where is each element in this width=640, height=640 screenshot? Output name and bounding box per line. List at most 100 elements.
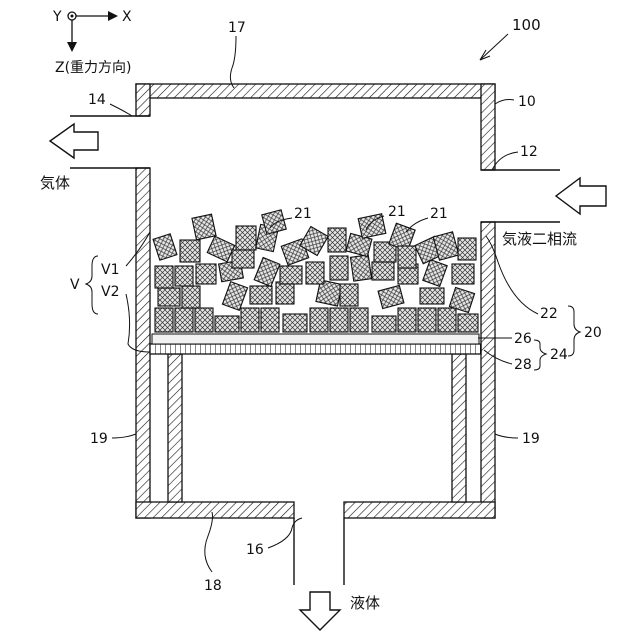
leader-12: [492, 152, 518, 170]
packing-piece: [182, 286, 200, 308]
ref-24: 24: [550, 347, 568, 363]
packing-piece: [340, 284, 358, 306]
leader-100: [480, 34, 508, 60]
packing-piece: [310, 308, 328, 332]
right-upper-wall: [481, 84, 495, 170]
packing-piece: [328, 228, 346, 252]
v-brace: [86, 256, 98, 314]
ref-14: 14: [88, 92, 106, 108]
leader-16: [268, 518, 302, 548]
inner-support-left: [168, 354, 182, 502]
support-plate-28: [150, 344, 481, 354]
ref-18: 18: [204, 578, 222, 594]
packing-piece: [358, 214, 386, 239]
packing-piece: [196, 264, 216, 284]
ref-16: 16: [246, 542, 264, 558]
two-phase-in-label: 気液二相流: [502, 230, 577, 248]
leader-18: [205, 512, 213, 572]
packing-piece: [215, 316, 239, 332]
packing-piece: [398, 246, 416, 268]
packing-piece: [280, 266, 302, 284]
packing-piece: [458, 238, 476, 260]
packing-piece: [276, 282, 294, 304]
gas-out-label: 気体: [40, 174, 70, 192]
left-upper-wall: [136, 84, 150, 116]
ref-28: 28: [514, 357, 532, 373]
leader-19l: [112, 434, 136, 438]
ref-v1: V1: [101, 262, 119, 278]
right-lower-wall: [481, 222, 495, 518]
porous-plate-26: [152, 334, 479, 344]
ref-20: 20: [584, 325, 602, 341]
ref-v: V: [70, 277, 80, 293]
ref-19-right: 19: [522, 431, 540, 447]
packing-piece: [350, 255, 371, 281]
z-axis-label: Z(重力方向): [55, 60, 132, 76]
packing-piece: [418, 308, 436, 332]
top-wall: [136, 84, 495, 98]
packing-piece: [283, 314, 307, 332]
packing-piece: [158, 288, 180, 306]
left-lower-wall: [136, 168, 150, 518]
ref-26: 26: [514, 331, 532, 347]
packing-piece: [350, 308, 368, 332]
ref-12: 12: [520, 144, 538, 160]
packing-piece: [372, 262, 394, 280]
bottom-wall-right: [344, 502, 495, 518]
packing-piece: [398, 308, 416, 332]
leader-19r: [495, 434, 518, 438]
packing-piece: [155, 266, 173, 288]
liquid-out-arrow-icon: [300, 592, 340, 630]
packing-piece: [175, 308, 193, 332]
packing-piece: [378, 285, 404, 308]
packing-piece: [458, 314, 478, 332]
packing-piece: [232, 250, 254, 268]
gas-out-arrow-icon: [50, 124, 98, 158]
packing-piece: [372, 316, 396, 332]
packing-piece: [195, 308, 213, 332]
leader-17: [230, 36, 236, 88]
packing-piece: [330, 308, 348, 332]
ref-10: 10: [518, 94, 536, 110]
brace-24: [534, 340, 546, 370]
inner-support-right: [452, 354, 466, 502]
packing-piece: [241, 308, 259, 332]
two-phase-in-arrow-icon: [556, 178, 606, 214]
packing-piece: [250, 286, 272, 304]
ref-19-left: 19: [90, 431, 108, 447]
brace-20: [568, 306, 580, 356]
packing-piece: [180, 240, 200, 262]
ref-21b: 21: [388, 204, 406, 220]
y-axis-label: Y: [52, 9, 62, 25]
packing-piece: [207, 236, 235, 262]
ref-21a: 21: [294, 206, 312, 222]
packing-piece: [155, 308, 173, 332]
ref-21c: 21: [430, 206, 448, 222]
packing-piece: [420, 288, 444, 304]
ref-17: 17: [228, 20, 246, 36]
packing-piece: [306, 262, 324, 284]
packing-piece: [330, 256, 348, 280]
ref-v2: V2: [101, 284, 119, 300]
leader-14: [110, 104, 132, 116]
x-axis-label: X: [122, 9, 132, 25]
liquid-out-label: 液体: [350, 594, 380, 612]
packing-piece: [153, 234, 177, 260]
leader-10: [495, 100, 514, 105]
axis-indicator: Y X Z(重力方向): [52, 9, 132, 76]
packing-piece: [222, 282, 247, 311]
packing-piece: [175, 266, 193, 286]
packing-piece: [452, 264, 474, 284]
packing-piece: [192, 214, 216, 240]
packing-piece: [438, 308, 456, 332]
packing-piece: [262, 210, 286, 234]
bottom-wall-left: [136, 502, 294, 518]
ref-100: 100: [512, 16, 541, 34]
packing-bed: [153, 210, 478, 332]
ref-22: 22: [540, 306, 558, 322]
packing-piece: [261, 308, 279, 332]
packing-piece: [423, 260, 447, 287]
flow-arrows: [50, 124, 606, 630]
